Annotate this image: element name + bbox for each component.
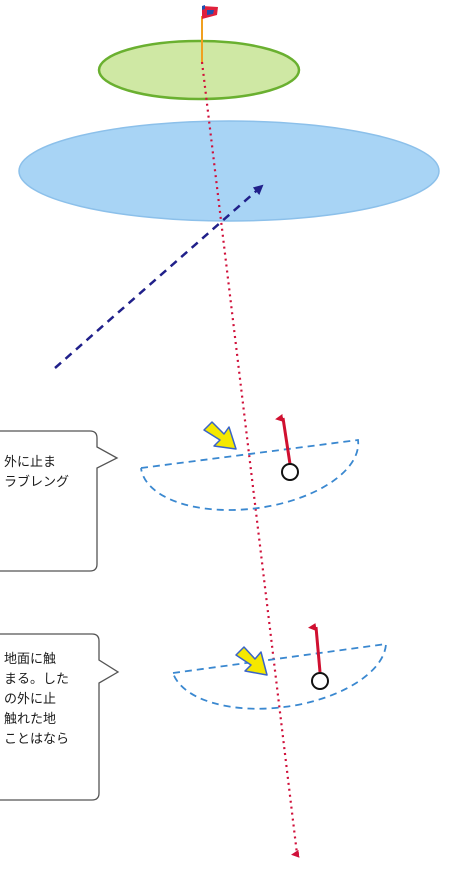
callout-line: ラブレング	[4, 475, 70, 490]
putting-green	[97, 39, 301, 101]
callout-text-2: 地面に触 まる。した の外に止 触れた地 ことはなら	[4, 650, 69, 750]
callout-line: の外に止	[4, 692, 57, 707]
red-arrow-icon	[308, 623, 322, 673]
ball-marker-icon	[281, 463, 299, 481]
reference-line	[200, 61, 300, 858]
ball-trajectory-arrow	[54, 184, 264, 369]
relief-area-1	[140, 438, 360, 511]
flag-icon	[201, 5, 218, 63]
penalty-area	[18, 120, 440, 222]
callout-line: ことはなら	[4, 732, 70, 747]
callout-box-1	[0, 430, 119, 572]
relief-area-2	[172, 642, 387, 710]
callout-line: 地面に触	[4, 652, 57, 667]
yellow-arrow-icon	[203, 421, 237, 450]
red-arrow-icon	[275, 414, 292, 465]
callout-line: 外に止ま	[4, 455, 57, 470]
callout-line: 触れた地	[4, 712, 57, 727]
callout-box-2	[0, 633, 120, 801]
yellow-arrow-icon	[235, 646, 268, 676]
ball-marker-icon	[311, 672, 329, 690]
callout-line: まる。した	[4, 672, 70, 687]
callout-text-1: 外に止ま ラブレング	[4, 453, 69, 493]
